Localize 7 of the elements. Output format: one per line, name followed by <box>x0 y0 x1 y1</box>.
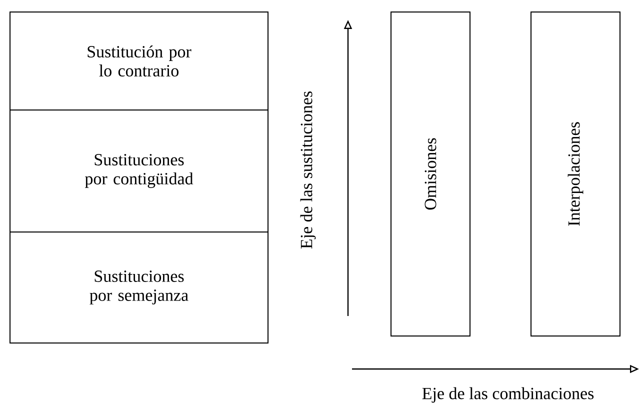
axis-label: Eje de las sustituciones <box>300 92 316 249</box>
text-box: Sustituciones por semejanza <box>10 232 268 344</box>
text-box: Sustitución por lo contrario <box>10 12 268 110</box>
text-box: Interpolaciones <box>530 12 620 336</box>
text-box: Sustituciones por contigüidad <box>10 110 268 232</box>
axis-label: Eje de las combinaciones <box>422 387 594 403</box>
text-box: Omisiones <box>390 12 470 336</box>
